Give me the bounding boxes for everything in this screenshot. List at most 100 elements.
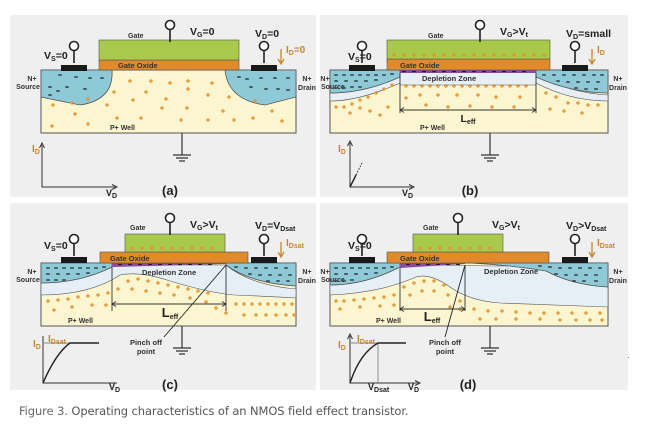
source-n-plus-label: N+ xyxy=(27,76,36,83)
p-well-label: P+ Well xyxy=(420,125,445,132)
panel-d: Leff Pinch off point Gate Gate Oxide Dep… xyxy=(320,203,628,394)
p-well-label: P+ Well xyxy=(68,318,93,325)
iv-guide-lines xyxy=(350,342,379,383)
axis-idsat-label: IDsat xyxy=(48,334,67,346)
pinch-off-pointer xyxy=(163,264,227,338)
panel-b: Leff Gate Gate Oxide Depletion Zone N+ S… xyxy=(320,15,628,200)
drain-current-arrow-icon xyxy=(277,242,285,259)
l-eff-label: Leff xyxy=(162,305,179,321)
depletion-zone-label: Depletion Zone xyxy=(484,267,538,276)
drain-n-plus-label: N+ xyxy=(302,76,311,83)
drain-contact xyxy=(562,257,588,263)
source-label: Source xyxy=(16,84,40,91)
gate-label: Gate xyxy=(428,33,444,40)
n-plus-drain-region xyxy=(535,69,609,94)
source-n-plus-label: N+ xyxy=(27,269,36,276)
l-eff-dimension xyxy=(399,265,466,312)
axis-vd-label: VD xyxy=(106,188,117,200)
vg-label: VG=0 xyxy=(190,26,215,39)
gate-electrode xyxy=(386,39,551,60)
drain-contact xyxy=(562,65,588,71)
axis-vd-label: VD xyxy=(109,382,120,394)
gate-label: Gate xyxy=(423,225,439,232)
gate-electrode xyxy=(124,233,226,253)
iv-linear-curve xyxy=(349,174,357,188)
pinch-off-pointer xyxy=(444,264,466,338)
source-label: Source xyxy=(321,84,345,91)
panel-a-label: (a) xyxy=(162,183,178,198)
vs-label: VS=0 xyxy=(348,51,372,64)
gate-oxide-label: Gate Oxide xyxy=(400,254,440,263)
pinch-off-label-line2: point xyxy=(436,347,455,356)
depletion-zone-label: Depletion Zone xyxy=(422,74,476,83)
panel-d-label: (d) xyxy=(460,377,477,392)
drain-label: Drain xyxy=(609,85,627,92)
gate-label: Gate xyxy=(128,33,144,40)
drain-label: Drain xyxy=(609,278,627,285)
drain-current-arrow-icon xyxy=(588,49,596,66)
panel-c: Leff Pinch off point Gate Gate Oxide Dep… xyxy=(10,203,316,394)
figure-caption-text: Operating characteristics of an NMOS fie… xyxy=(67,404,409,418)
p-well-label: P+ Well xyxy=(110,125,135,132)
l-eff-label: Leff xyxy=(424,309,441,325)
inversion-channel xyxy=(400,70,536,73)
pinch-off-label-line2: point xyxy=(137,347,156,356)
pinch-off-label-line1: Pinch off xyxy=(130,338,163,347)
drain-current-arrow-icon xyxy=(277,49,285,66)
pinch-off-label-line1: Pinch off xyxy=(429,338,462,347)
id-label: ID xyxy=(597,45,605,57)
panel-b-label: (b) xyxy=(462,183,479,198)
figure-caption: Figure 3. Operating characteristics of a… xyxy=(19,404,409,418)
axis-vd-label: VD xyxy=(408,382,419,394)
l-eff-dimension xyxy=(111,265,227,311)
p-well-label: P+ Well xyxy=(376,318,401,325)
vs-label: VS=0 xyxy=(44,50,68,63)
id-label: IDsat xyxy=(286,238,305,250)
vs-label: VS=0 xyxy=(44,240,68,253)
vg-label: VG>Vt xyxy=(500,26,529,39)
gate-oxide-label: Gate Oxide xyxy=(400,61,440,70)
figure-caption-label: Figure 3. xyxy=(19,404,68,418)
vg-label: VG>Vt xyxy=(190,219,219,232)
panel-c-label: (c) xyxy=(162,377,178,392)
vd-label: VD=0 xyxy=(255,28,279,41)
gate-electrode xyxy=(98,39,240,61)
source-contact xyxy=(349,65,375,71)
l-eff-dimension xyxy=(399,73,537,113)
nmos-figure: Gate Gate Oxide N+ Source N+ Drain P+ We… xyxy=(10,15,629,394)
source-label: Source xyxy=(321,277,345,284)
drain-contact xyxy=(251,257,277,263)
panel-a: Gate Gate Oxide N+ Source N+ Drain P+ We… xyxy=(10,15,316,200)
vd-label: VD=small xyxy=(566,28,611,41)
drain-n-plus-label: N+ xyxy=(302,269,311,276)
drain-label: Drain xyxy=(298,85,316,92)
depletion-zone-region xyxy=(329,264,609,308)
axis-id-label: ID xyxy=(338,144,346,156)
gate-oxide-label: Gate Oxide xyxy=(110,254,150,263)
source-n-plus-label: N+ xyxy=(320,76,329,83)
depletion-zone-label: Depletion Zone xyxy=(142,268,196,277)
stray-dot xyxy=(628,357,629,358)
drain-n-plus-label: N+ xyxy=(613,269,622,276)
gate-label: Gate xyxy=(130,225,146,232)
iv-axes xyxy=(39,141,119,190)
id-label: IDsat xyxy=(597,238,616,250)
vd-label: VD=VDsat xyxy=(255,220,296,233)
source-contact xyxy=(61,257,87,263)
source-label: Source xyxy=(16,277,40,284)
source-contact xyxy=(61,65,87,71)
drain-n-plus-label: N+ xyxy=(613,76,622,83)
l-eff-label: Leff xyxy=(461,113,477,126)
axis-id-label: ID xyxy=(33,339,41,351)
n-plus-source-region xyxy=(40,69,113,106)
axis-id-label: ID xyxy=(338,340,346,352)
axis-vd-label: VD xyxy=(402,188,413,200)
iv-curve xyxy=(349,342,406,384)
vg-label: VG>Vt xyxy=(492,219,521,232)
source-n-plus-label: N+ xyxy=(320,269,329,276)
drain-contact xyxy=(251,65,277,71)
axis-idsat-label: IDsat xyxy=(357,334,376,346)
axis-id-label: ID xyxy=(32,144,40,156)
vd-label: VD>VDsat xyxy=(566,220,607,233)
id-label: ID=0 xyxy=(286,45,306,57)
